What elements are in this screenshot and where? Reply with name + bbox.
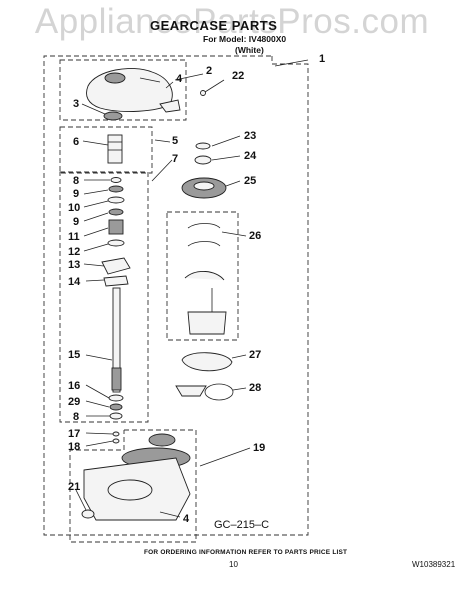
callout: 24 [244, 150, 257, 162]
pinion-gear [107, 134, 123, 164]
callout: 14 [68, 276, 81, 288]
callout: 7 [172, 153, 178, 165]
callout: 15 [68, 349, 80, 361]
callout: 8 [73, 411, 79, 423]
page-title: GEARCASE PARTS [150, 18, 278, 33]
model-line: For Model: IV4800X0 [203, 34, 287, 44]
clutch-parts [175, 142, 234, 401]
callout: 6 [73, 136, 79, 148]
assembly-frame [43, 55, 309, 536]
callout: 29 [68, 396, 80, 408]
callout: 19 [253, 442, 265, 454]
gearcase-base [81, 431, 191, 521]
callout: 4 [176, 73, 183, 85]
model-variant: (White) [235, 45, 264, 55]
shaft-parts [101, 177, 131, 420]
callout: 16 [68, 380, 80, 392]
shaft-box [59, 171, 149, 423]
callout: 11 [68, 231, 80, 243]
callout: 10 [68, 202, 80, 214]
cover-box [59, 59, 187, 121]
callout: 9 [73, 216, 79, 228]
diagram-code: GC–215–C [214, 519, 270, 531]
callout: 8 [73, 175, 79, 187]
callout: 1 [319, 53, 325, 65]
callout: 2 [206, 65, 212, 77]
callout: 13 [68, 259, 80, 271]
callout: 18 [68, 441, 80, 453]
shifter-box [166, 211, 239, 341]
callout: 22 [232, 70, 244, 82]
callout: 25 [244, 175, 256, 187]
bearing [103, 111, 123, 121]
callout: 27 [249, 349, 261, 361]
callout: 26 [249, 230, 261, 242]
page-number: 10 [229, 560, 238, 569]
callout-numbers: 1 2 22 4 3 5 6 7 8 9 10 9 11 12 13 14 23… [68, 53, 325, 525]
callout: 9 [73, 188, 79, 200]
document-number: W10389321 [412, 560, 456, 569]
gearcase-cover [86, 68, 206, 113]
callout: 17 [68, 428, 80, 440]
pinion-box [59, 126, 153, 174]
watermark: AppliancePartsPros.com [34, 2, 430, 41]
callout: 4 [183, 513, 190, 525]
callout: 3 [73, 98, 79, 110]
gearcase-box [69, 429, 197, 543]
callout: 23 [244, 130, 256, 142]
callout: 12 [68, 246, 80, 258]
leader-lines [75, 59, 309, 518]
ordering-note: FOR ORDERING INFORMATION REFER TO PARTS … [144, 549, 348, 556]
callout: 5 [172, 135, 178, 147]
callout: 21 [68, 481, 80, 493]
callout: 28 [249, 382, 261, 394]
